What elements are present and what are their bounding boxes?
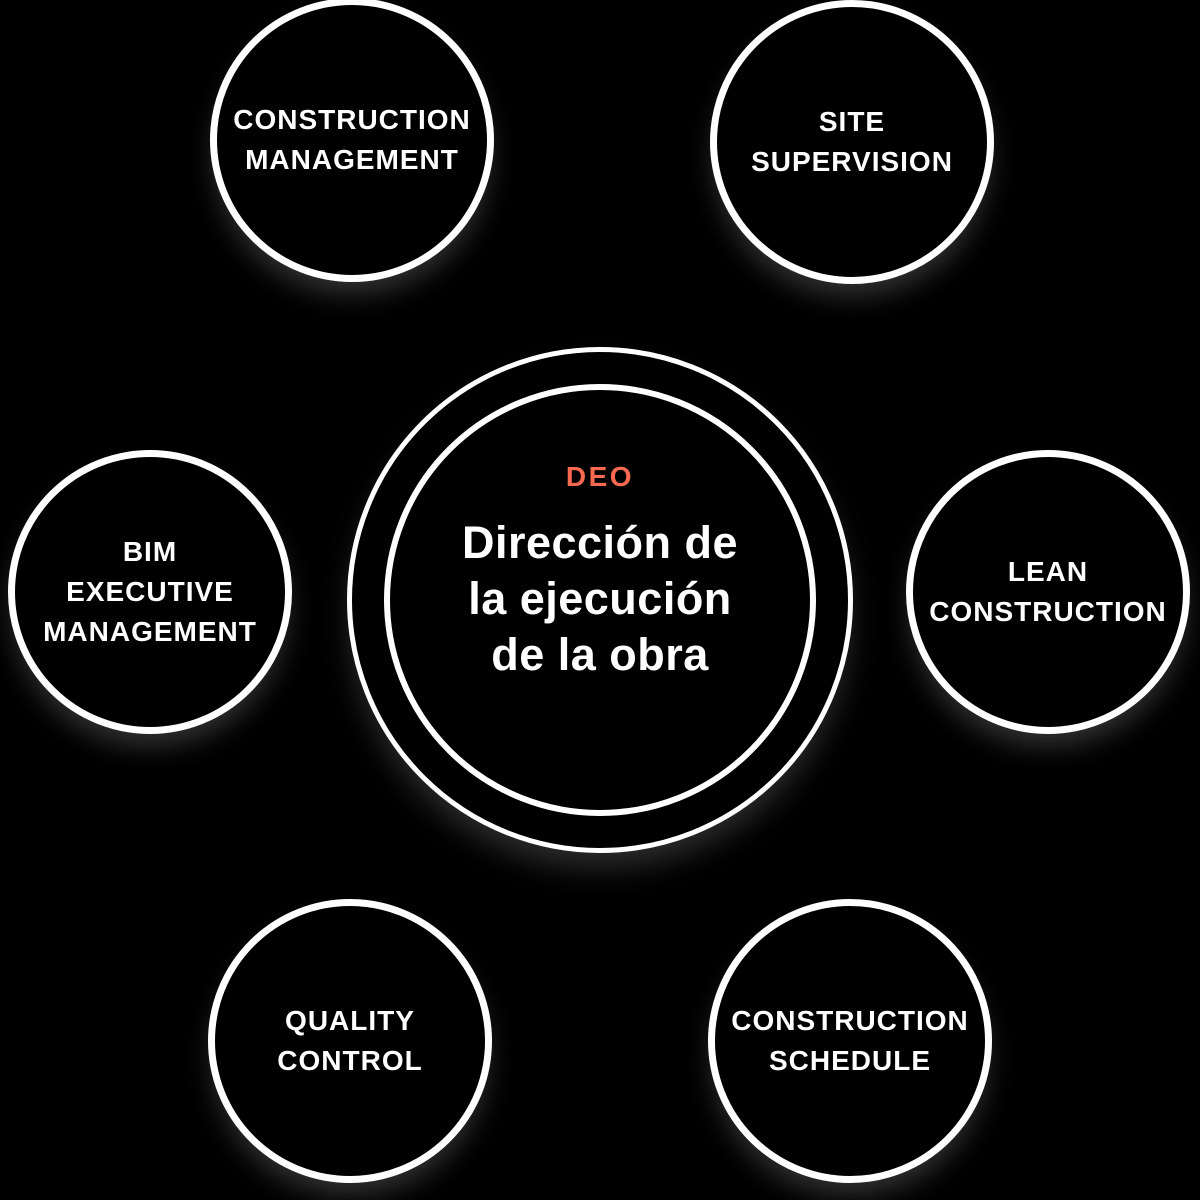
deo-center-content: DEO Dirección de la ejecución de la obra <box>462 461 738 683</box>
label-line: LEAN <box>1007 556 1089 587</box>
label-line: SUPERVISION <box>751 146 953 177</box>
deo-title-line: Dirección de <box>461 517 739 568</box>
label-construction-management: CONSTRUCTION MANAGEMENT <box>233 100 471 180</box>
label-line: CONTROL <box>277 1045 423 1076</box>
label-line: MANAGEMENT <box>43 616 257 647</box>
label-construction-schedule: CONSTRUCTION SCHEDULE <box>731 1001 969 1081</box>
label-line: CONSTRUCTION <box>929 596 1167 627</box>
deo-outer-ring: DEO Dirección de la ejecución de la obra <box>347 347 853 853</box>
circle-bim-executive-management: BIM EXECUTIVE MANAGEMENT <box>8 450 292 734</box>
circle-site-supervision: SITE SUPERVISION <box>710 0 994 284</box>
label-lean-construction: LEAN CONSTRUCTION <box>929 552 1167 632</box>
label-line: SCHEDULE <box>768 1045 931 1076</box>
label-line: EXECUTIVE <box>66 576 234 607</box>
deo-title-line: la ejecución <box>468 573 732 624</box>
label-line: BIM <box>122 536 178 567</box>
circle-construction-schedule: CONSTRUCTION SCHEDULE <box>708 899 992 1183</box>
deo-title-line: de la obra <box>491 629 709 680</box>
label-line: CONSTRUCTION <box>233 104 471 135</box>
label-line: CONSTRUCTION <box>731 1005 969 1036</box>
label-line: QUALITY <box>285 1005 415 1036</box>
label-line: MANAGEMENT <box>245 144 459 175</box>
circle-construction-management: CONSTRUCTION MANAGEMENT <box>210 0 494 282</box>
label-bim-executive-management: BIM EXECUTIVE MANAGEMENT <box>43 532 257 652</box>
deo-center-circle: DEO Dirección de la ejecución de la obra <box>384 384 816 816</box>
label-quality-control: QUALITY CONTROL <box>277 1001 422 1081</box>
label-line: SITE <box>818 106 886 137</box>
circle-quality-control: QUALITY CONTROL <box>208 899 492 1183</box>
deo-title: Dirección de la ejecución de la obra <box>462 515 738 683</box>
label-site-supervision: SITE SUPERVISION <box>751 102 953 182</box>
circle-lean-construction: LEAN CONSTRUCTION <box>906 450 1190 734</box>
deo-tag: DEO <box>565 461 635 492</box>
